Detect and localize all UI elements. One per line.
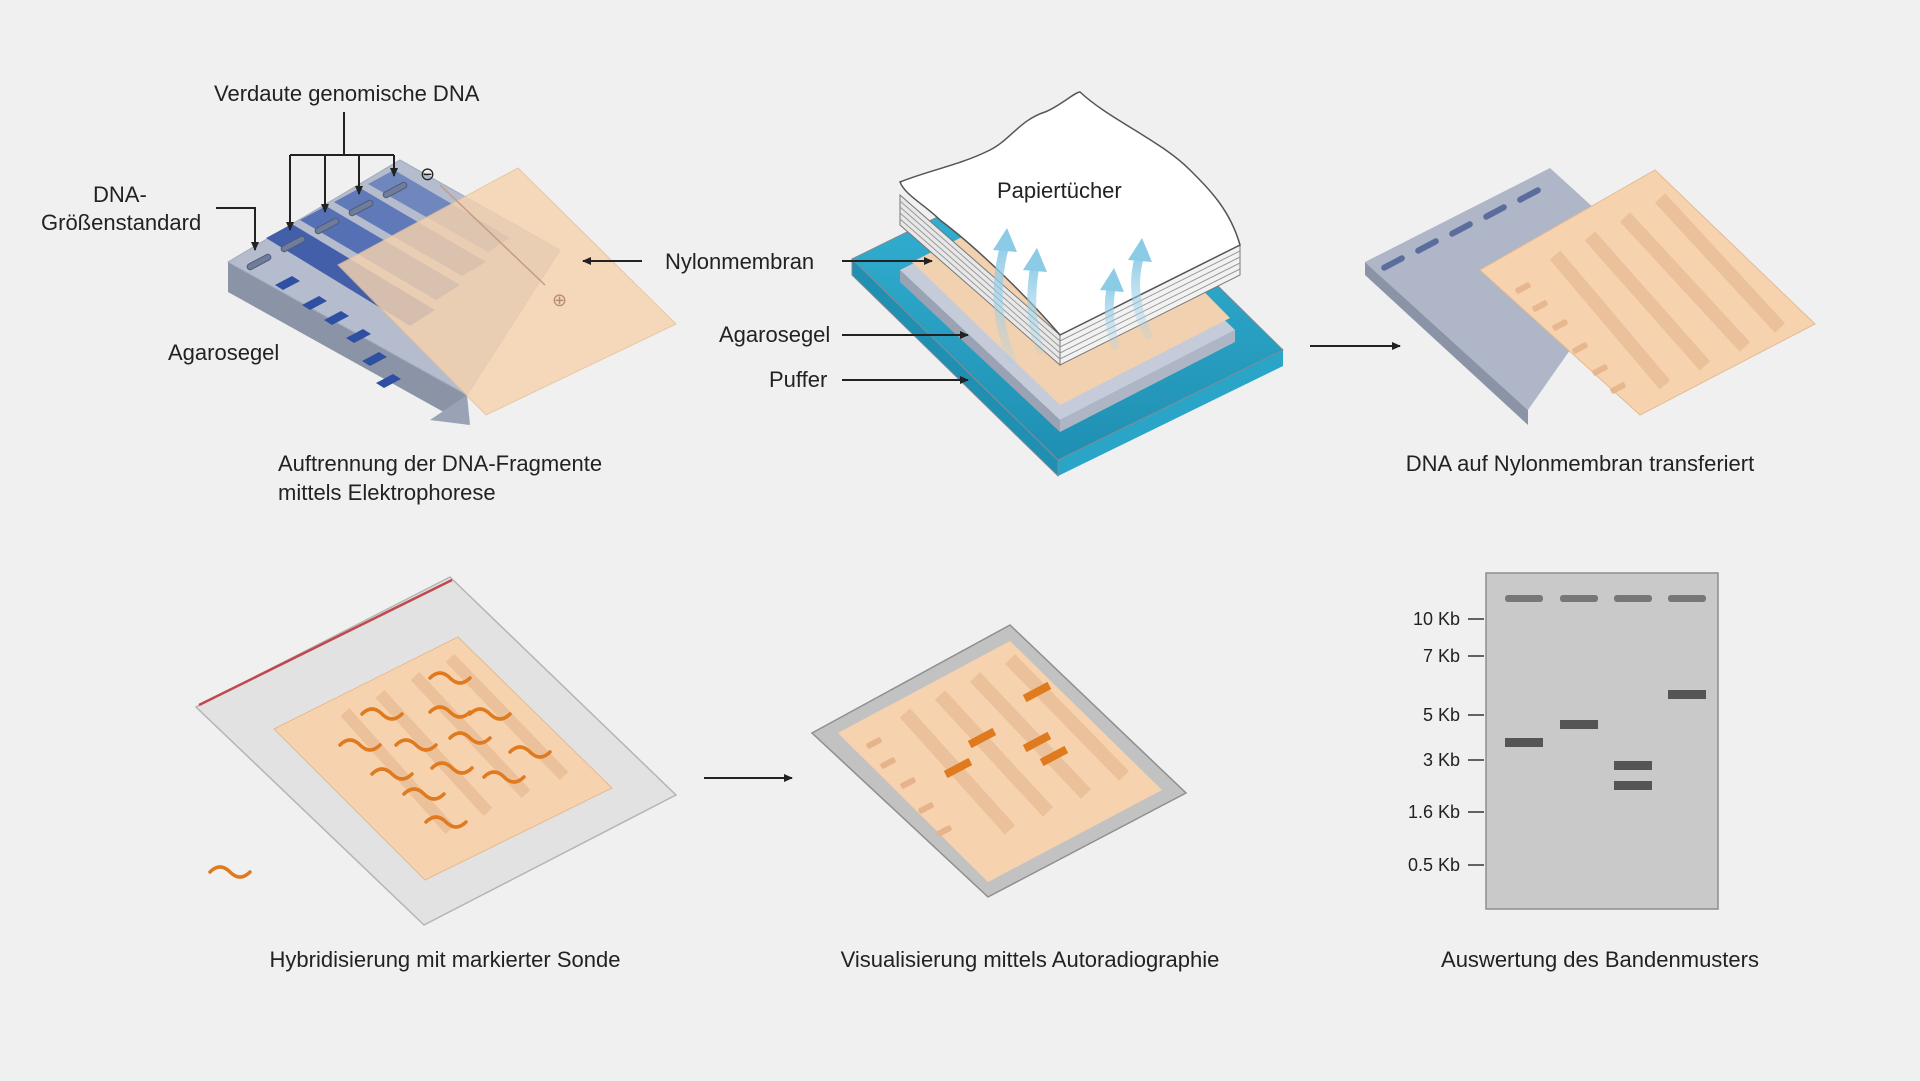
buffer-tray-front <box>1058 350 1283 476</box>
label-agarose-gel: Agarosegel <box>168 340 280 365</box>
panel-autoradiography <box>810 624 1188 898</box>
hybridised-bands <box>943 681 1069 779</box>
gel-block-side <box>900 270 1060 432</box>
plus-electrode-icon: ⊕ <box>552 290 568 310</box>
probe-symbol <box>208 865 252 879</box>
size-tick-marks <box>1468 618 1484 866</box>
label-digested-dna: Verdaute genomische DNA <box>214 81 480 106</box>
blotted-lanes <box>1549 193 1786 390</box>
caption-band-analysis: Auswertung des Bandenmusters <box>1441 947 1759 972</box>
panel-electrophoresis <box>216 112 677 425</box>
paper-stack <box>899 91 1241 367</box>
caption-hybridisation: Hybridisierung mit markierter Sonde <box>269 947 621 972</box>
caption-autoradiography: Visualisierung mittels Autoradiographie <box>840 947 1220 972</box>
size-standard-bands <box>275 276 401 388</box>
transfer-pointers <box>842 257 1401 384</box>
size-tick-label: 7 Kb <box>1422 646 1460 666</box>
gel-wells <box>246 181 408 271</box>
gel-side <box>228 262 467 425</box>
label-size-standard-line1: DNA- <box>93 182 147 207</box>
label-agarose-gel-transfer: Agarosegel <box>719 322 831 347</box>
panel-band-analysis <box>1468 572 1719 910</box>
size-tick-label: 10 Kb <box>1412 609 1460 629</box>
buffer-tray-side <box>852 259 1058 476</box>
digested-dna-bracket <box>216 112 642 265</box>
tray-wall <box>851 257 1059 478</box>
blotted-ladder <box>1515 282 1626 394</box>
result-wells <box>1505 595 1706 602</box>
caption-electrophoresis-line2: mittels Elektrophorese <box>278 480 496 505</box>
nylon-membrane <box>337 167 677 416</box>
size-tick-label: 1.6 Kb <box>1407 802 1460 822</box>
migration-line <box>439 184 546 286</box>
empty-gel-wells <box>1381 187 1541 271</box>
panel-hybridisation <box>194 576 793 926</box>
empty-gel-side <box>1365 262 1528 425</box>
size-tick-label: 0.5 Kb <box>1407 855 1460 875</box>
size-tick-label: 5 Kb <box>1422 705 1460 725</box>
gel-side-right <box>430 395 470 425</box>
capillary-arrow-heads <box>993 228 1152 292</box>
caption-transferred: DNA auf Nylonmembran transferiert <box>1405 451 1755 476</box>
film-ladder <box>866 737 952 837</box>
label-paper-towels: Papiertücher <box>997 178 1122 203</box>
bag-seal <box>198 578 453 707</box>
panel-transferred <box>1365 168 1816 425</box>
label-nylon-membrane: Nylonmembran <box>665 249 815 274</box>
label-buffer: Puffer <box>769 367 828 392</box>
result-bands <box>1505 690 1706 790</box>
minus-electrode-icon: ⊖ <box>420 164 436 184</box>
gel-block-front <box>1060 330 1235 432</box>
panel-capillary-transfer <box>842 91 1401 478</box>
label-size-standard-line2: Größenstandard <box>41 210 202 235</box>
size-tick-label: 3 Kb <box>1422 750 1460 770</box>
labelled-probes <box>208 671 552 879</box>
caption-electrophoresis-line1: Auftrennung der DNA-Fragmente <box>278 451 603 476</box>
